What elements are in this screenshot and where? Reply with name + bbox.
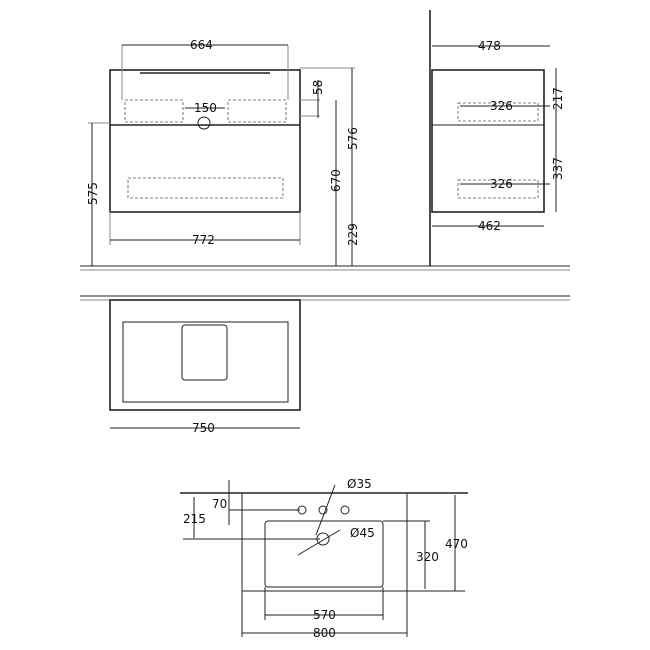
dim-217: 217 <box>551 87 565 110</box>
dim-150: 150 <box>194 101 217 115</box>
dim-478: 478 <box>478 39 501 53</box>
floor-line <box>80 265 570 301</box>
dim-462: 462 <box>478 219 501 233</box>
dim-575: 575 <box>86 182 100 205</box>
top-view: 750 <box>109 299 301 435</box>
dim-670: 670 <box>329 169 343 192</box>
dim-diameter-35: Ø35 <box>347 477 372 491</box>
dim-229: 229 <box>346 223 360 246</box>
dim-800: 800 <box>313 626 336 640</box>
dim-diameter-45: Ø45 <box>350 526 375 540</box>
dim-326-lower: 326 <box>490 177 513 191</box>
basin-view: Ø35 Ø45 70 215 320 470 570 800 <box>180 477 468 640</box>
dim-470: 470 <box>445 537 468 551</box>
side-view: 478 326 326 217 337 462 <box>429 10 565 266</box>
dim-215: 215 <box>183 512 206 526</box>
dim-320: 320 <box>416 550 439 564</box>
dim-576: 576 <box>346 127 360 150</box>
dim-772: 772 <box>192 233 215 247</box>
front-view: 664 150 58 576 229 670 575 772 <box>86 38 360 266</box>
dim-664: 664 <box>190 38 213 52</box>
dim-70: 70 <box>212 497 227 511</box>
dim-570: 570 <box>313 608 336 622</box>
dim-750: 750 <box>192 421 215 435</box>
dim-337: 337 <box>551 157 565 180</box>
dim-326-upper: 326 <box>490 99 513 113</box>
dim-58: 58 <box>311 80 325 95</box>
